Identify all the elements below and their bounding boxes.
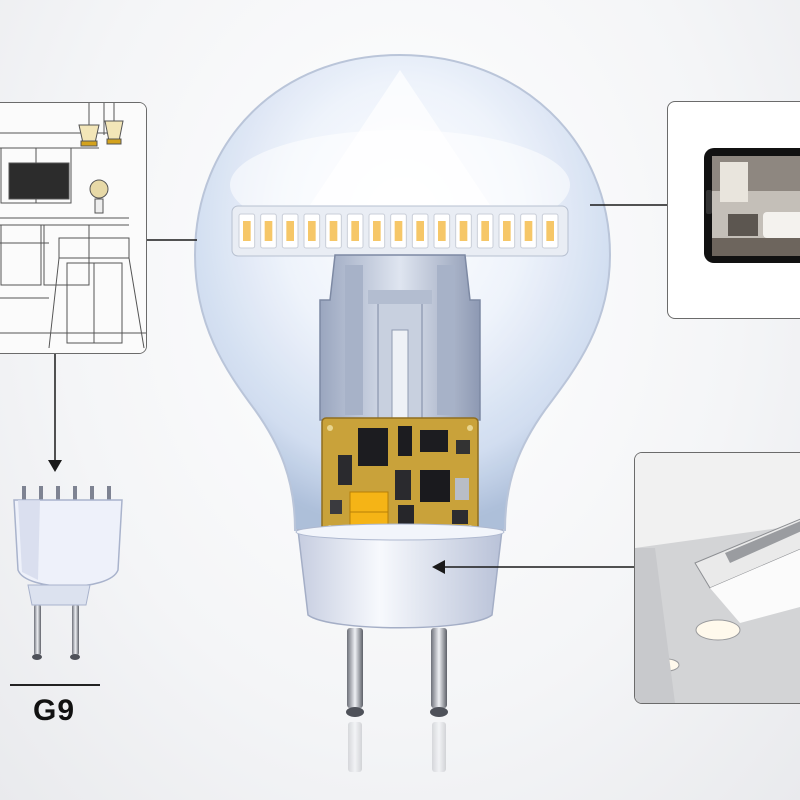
led-chip-phosphor <box>394 221 403 241</box>
pin-left-reflection <box>348 722 362 772</box>
bulb-base <box>297 529 503 629</box>
pin-right-tip <box>430 707 448 717</box>
socket-prong <box>90 486 94 502</box>
led-chip-phosphor <box>308 221 316 241</box>
inner-frame-right <box>437 265 455 415</box>
inner-cap <box>368 290 432 304</box>
pin-right <box>431 628 447 708</box>
led-chip-phosphor <box>416 221 424 241</box>
socket-prong <box>56 486 60 502</box>
socket-prong <box>22 486 26 502</box>
ceiling-light-panel <box>634 452 800 704</box>
socket-label-rule <box>10 684 100 686</box>
led-chip-phosphor <box>459 221 468 241</box>
led-chip-phosphor <box>329 221 338 241</box>
ceiling-light-icon <box>635 453 800 703</box>
g9-socket-icon <box>13 486 123 660</box>
led-chip-phosphor <box>546 221 554 241</box>
led-chip-phosphor <box>438 221 446 241</box>
led-chip-phosphor <box>351 221 359 241</box>
led-chip-phosphor <box>481 221 489 241</box>
led-chip-phosphor <box>286 221 294 241</box>
led-chip-phosphor <box>524 221 533 241</box>
kitchen-scene-panel <box>0 102 147 354</box>
inner-frame-left <box>345 265 363 415</box>
smartphone-panel <box>667 101 800 319</box>
led-chip-phosphor <box>264 221 273 241</box>
led-chip-phosphor <box>243 221 251 241</box>
socket-prong <box>107 486 111 502</box>
led-chip-phosphor <box>503 221 511 241</box>
pin-left <box>347 628 363 708</box>
socket-type-label: G9 <box>32 694 76 727</box>
smartphone-icon <box>704 148 800 263</box>
led-chip-phosphor <box>373 221 381 241</box>
socket-prong <box>73 486 77 502</box>
socket-prong <box>39 486 43 502</box>
pin-left-tip <box>346 707 364 717</box>
led-chip-row <box>238 213 559 249</box>
pendant-lights <box>78 103 124 214</box>
base-rim <box>295 523 505 541</box>
kitchen-sketch-icon <box>0 103 146 353</box>
inner-stem <box>391 329 409 426</box>
pcb-components <box>327 425 473 531</box>
pin-right-reflection <box>432 722 446 772</box>
